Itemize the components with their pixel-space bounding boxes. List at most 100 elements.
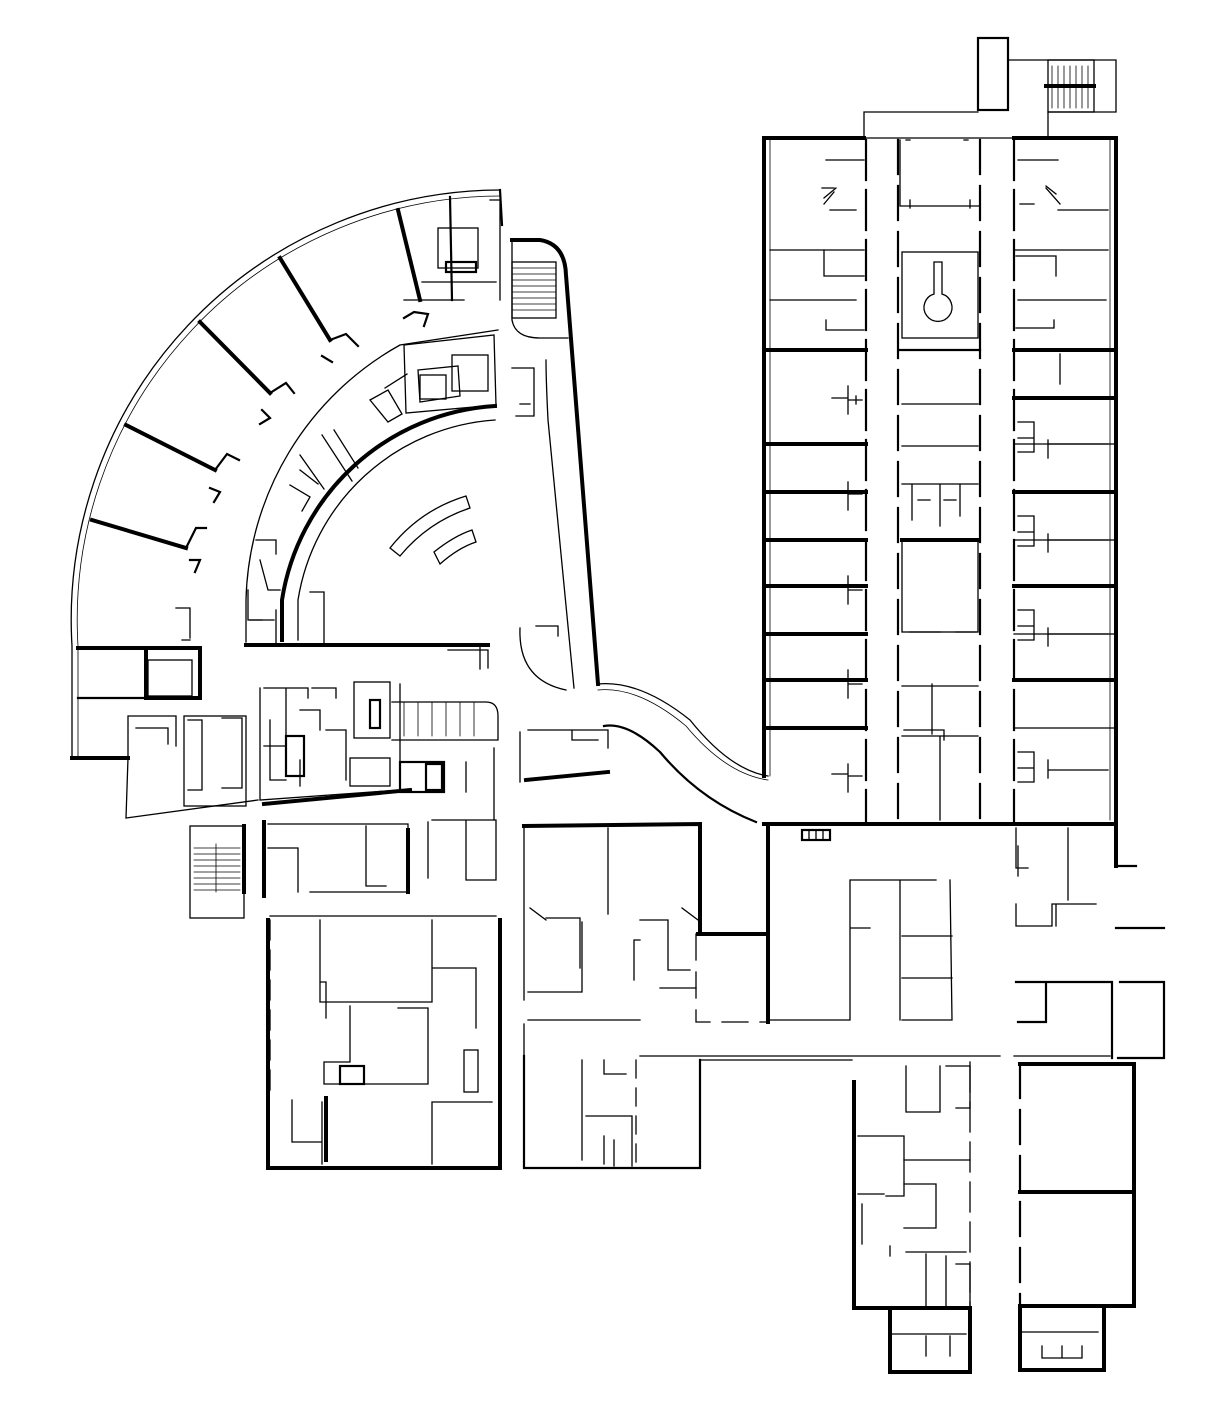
mid-block-west bbox=[523, 825, 583, 1001]
mid-rooms-lower bbox=[527, 939, 697, 1021]
lower-rooms-1 bbox=[319, 919, 477, 1029]
court-bench-2 bbox=[433, 529, 477, 566]
central-mid-block bbox=[521, 821, 1001, 1170]
stair-north bbox=[511, 261, 557, 319]
court-arc-inner bbox=[297, 419, 496, 641]
core-stair bbox=[391, 701, 499, 741]
door-jamb-3 bbox=[258, 381, 296, 426]
sw-rooms bbox=[767, 825, 953, 1021]
south-connector-corridor bbox=[523, 1023, 1001, 1061]
sw-vent-grid bbox=[808, 829, 824, 841]
core-room-a bbox=[263, 687, 337, 747]
north-room-fixture-2 bbox=[444, 260, 478, 274]
core-room-b bbox=[269, 709, 347, 787]
connector-north-wall-inner bbox=[597, 689, 769, 781]
lower-fixture-2 bbox=[463, 1049, 479, 1093]
n-center-room-2 bbox=[901, 251, 979, 339]
west-room-fixture bbox=[147, 659, 193, 697]
ring-room-4 bbox=[369, 373, 408, 423]
patient-rooms-west-baths bbox=[831, 385, 863, 793]
radial-wall-1 bbox=[89, 517, 189, 551]
sse-rooms bbox=[857, 1065, 971, 1197]
core-fixture-3 bbox=[353, 681, 391, 739]
se-rooms bbox=[1015, 827, 1097, 927]
south-mid-rooms bbox=[581, 1059, 633, 1167]
block-row-1-right bbox=[427, 819, 497, 881]
fe-bottom-annex bbox=[1018, 1308, 1106, 1372]
door-jamb-5 bbox=[402, 310, 430, 328]
east-spine bbox=[510, 238, 601, 691]
block-row-1 bbox=[267, 823, 409, 893]
stair-enclosure bbox=[510, 238, 601, 687]
se-rooms-2 bbox=[1014, 980, 1166, 1060]
outer-curtain-wall bbox=[70, 189, 501, 759]
patient-rooms-east bbox=[1012, 396, 1116, 682]
outer-curtain-wall-inner-line bbox=[76, 195, 501, 759]
court-bench-1 bbox=[389, 495, 471, 557]
annex-outline bbox=[125, 715, 259, 819]
se-exit bbox=[1114, 864, 1166, 930]
door-jamb-4 bbox=[320, 332, 360, 364]
connector-north-wall bbox=[597, 682, 769, 777]
sse-bottom-annex bbox=[888, 1308, 972, 1374]
mid-block-top bbox=[521, 821, 702, 934]
nw-room bbox=[769, 159, 865, 251]
annex-fixtures bbox=[135, 717, 243, 791]
elevator bbox=[398, 760, 446, 794]
patient-rooms-west bbox=[766, 442, 868, 730]
mid-block-dashed bbox=[695, 933, 767, 1023]
court-arc-thick bbox=[280, 403, 498, 642]
lower-block-outline bbox=[266, 918, 502, 1170]
ne-room-2 bbox=[1015, 255, 1107, 329]
north-entry bbox=[863, 111, 979, 137]
sse-west-wall bbox=[852, 1080, 972, 1310]
radial-wall-3 bbox=[197, 319, 273, 396]
sse-rooms-3 bbox=[861, 1203, 971, 1307]
east-wing bbox=[762, 36, 1166, 1060]
radial-wall-4 bbox=[277, 255, 333, 343]
lower-rooms-3 bbox=[291, 1099, 493, 1165]
nw-room-door bbox=[823, 187, 837, 199]
south-connector-corridor-lower bbox=[522, 1054, 702, 1170]
north-room-fixture-1 bbox=[437, 227, 479, 269]
sse-rooms-2 bbox=[903, 1159, 971, 1307]
spine-rooms bbox=[511, 367, 535, 417]
mid-rooms bbox=[529, 827, 699, 971]
west-side-lines bbox=[175, 607, 191, 641]
lower-rooms-2 bbox=[323, 1005, 429, 1085]
center-rooms bbox=[901, 403, 979, 821]
core-stair-treads bbox=[403, 701, 475, 737]
north-annex-box bbox=[976, 36, 1010, 112]
fe-block-outline bbox=[1018, 1062, 1136, 1308]
north-annex-outline bbox=[1007, 59, 1117, 137]
service-core bbox=[259, 681, 499, 821]
connector-south-wall bbox=[602, 724, 758, 824]
fe-bottom-annex-rooms bbox=[1021, 1331, 1099, 1359]
connector-south-partition bbox=[523, 769, 611, 783]
sse-bottom-annex-rooms bbox=[891, 1333, 967, 1357]
ring-room-5 bbox=[403, 334, 497, 414]
connector-corridor bbox=[519, 682, 769, 824]
ne-room bbox=[1013, 159, 1109, 251]
stair-north-treads bbox=[511, 267, 557, 311]
door-jamb-2 bbox=[208, 452, 241, 504]
core-outer-wall bbox=[259, 683, 401, 801]
ne-room-door bbox=[1045, 187, 1061, 205]
annex-room bbox=[183, 715, 247, 807]
core-fixture-4 bbox=[368, 698, 382, 730]
mri-keyhole bbox=[923, 261, 953, 323]
door-jamb-1 bbox=[184, 526, 208, 574]
south-room-a bbox=[249, 591, 325, 645]
n-center-room bbox=[899, 139, 981, 209]
fixture-box-1 bbox=[451, 354, 489, 392]
west-annex bbox=[125, 715, 259, 919]
core-east-wall bbox=[465, 747, 495, 821]
north-end-wall bbox=[498, 188, 504, 227]
radial-wall-2 bbox=[123, 422, 218, 473]
spine-corridor-wall bbox=[545, 359, 575, 689]
connector-vestibule bbox=[519, 729, 609, 783]
south-center-block bbox=[262, 819, 502, 1170]
south-fixture-row bbox=[447, 644, 489, 670]
radial-wall-6 bbox=[448, 195, 454, 302]
